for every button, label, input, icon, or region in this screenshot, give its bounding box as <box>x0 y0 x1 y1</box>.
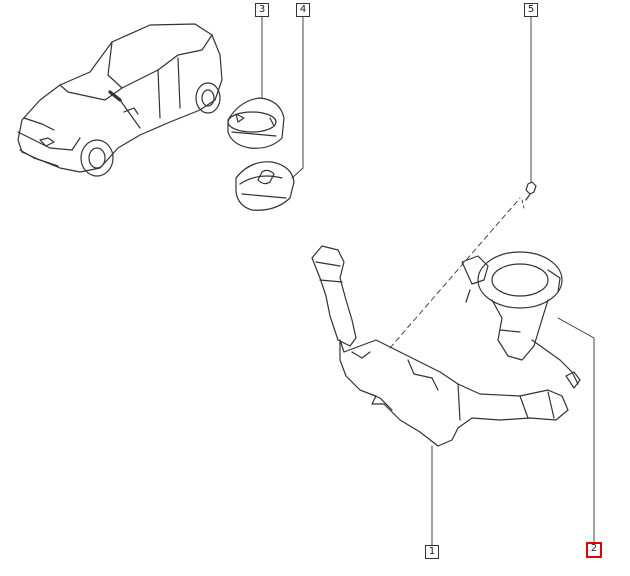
leader-line-2 <box>557 317 595 543</box>
callout-5: 5 <box>524 3 538 17</box>
part-1-stalk-switch <box>311 245 569 447</box>
car-illustration <box>17 23 223 177</box>
leader-line-4 <box>291 16 304 179</box>
callout-3: 3 <box>255 3 269 17</box>
part-4-housing <box>235 161 295 211</box>
callout-1: 1 <box>425 545 439 559</box>
callout-4: 4 <box>296 3 310 17</box>
part-2-rotary-connector <box>461 251 581 389</box>
dashed-guide-line-1 <box>389 197 521 349</box>
dashed-guide-line-2 <box>521 199 525 209</box>
part-3-cover <box>227 97 285 149</box>
callout-2: 2 <box>586 542 602 558</box>
part-5-screw <box>525 181 537 201</box>
